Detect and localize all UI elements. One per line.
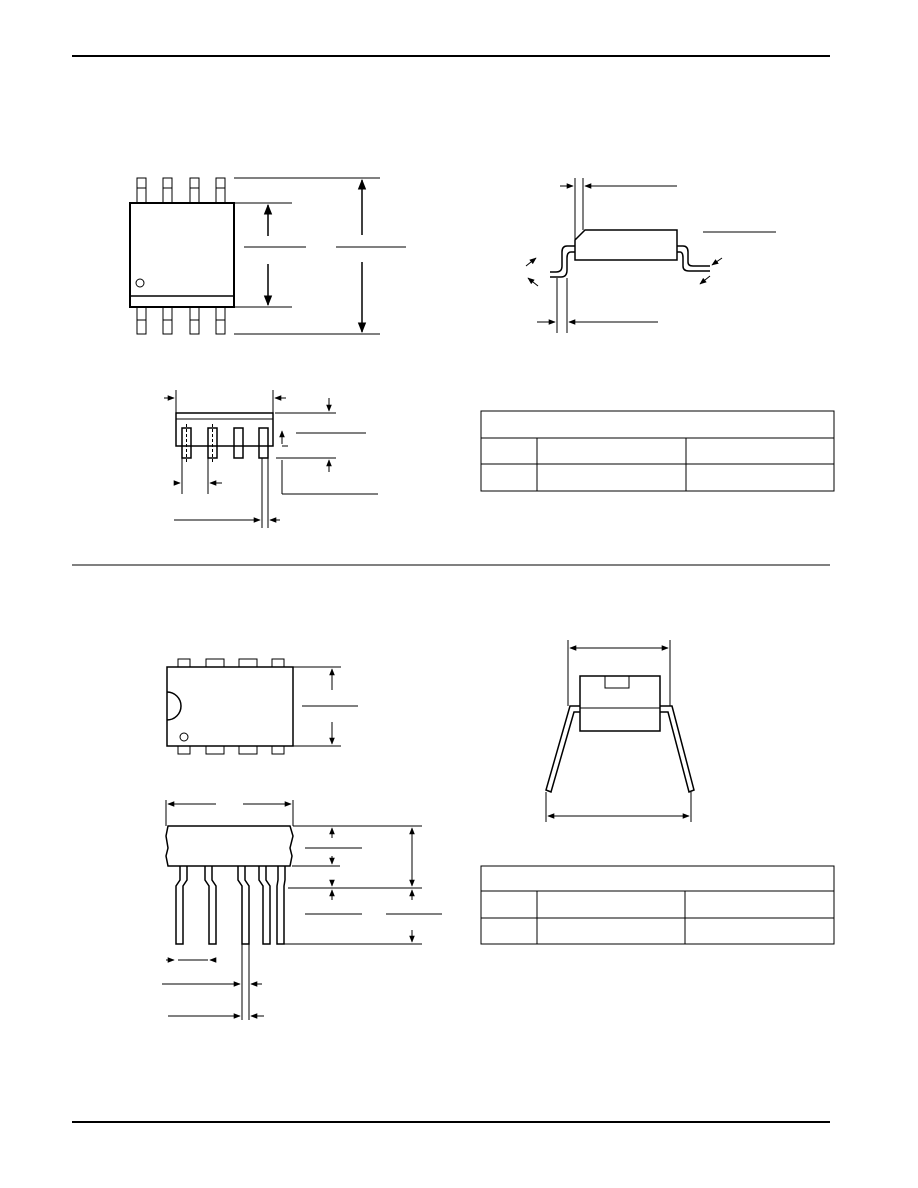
- so8-top-pins: [136, 177, 226, 204]
- so8-side-view: [525, 178, 776, 333]
- pdip8-side-view: [162, 800, 442, 1020]
- pin1-dot: [179, 732, 189, 742]
- pdip8-top-view: [166, 658, 358, 755]
- pdip8-end-view: [545, 640, 695, 822]
- so8-top-view: [129, 177, 406, 335]
- pdip8-dimension-table: [480, 865, 835, 945]
- pin1-dot: [135, 278, 145, 288]
- so8-dimension-table: [480, 410, 835, 492]
- so8-end-view: [164, 390, 378, 528]
- so8-bottom-pins: [136, 306, 226, 335]
